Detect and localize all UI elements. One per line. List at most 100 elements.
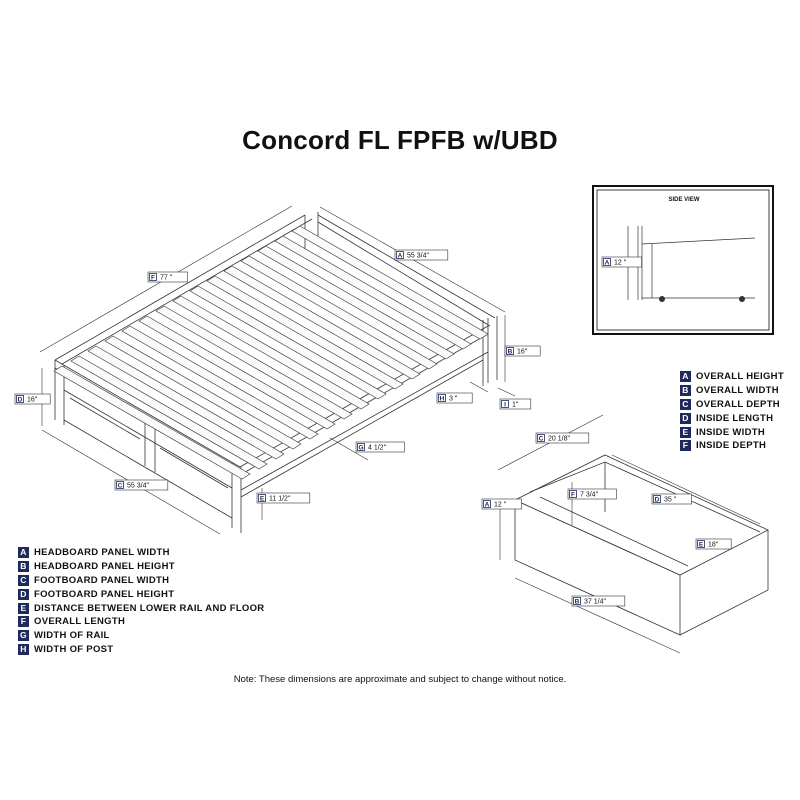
- legend-key: A: [18, 547, 29, 559]
- bed-dimension-d: D 16": [14, 393, 51, 405]
- dimension-key: F: [151, 275, 155, 282]
- legend-label: OVERALL WIDTH: [696, 385, 779, 397]
- dimension-value: 3 ": [449, 396, 458, 403]
- legend-label: FOOTBOARD PANEL HEIGHT: [34, 588, 175, 600]
- slat: [53, 365, 251, 480]
- bed-dimension-i: I 1": [499, 398, 532, 410]
- slat: [70, 355, 268, 470]
- dimension-value: 11 1/2": [269, 496, 291, 503]
- legend-label: INSIDE LENGTH: [696, 412, 774, 424]
- dimension-value: 1": [512, 402, 519, 409]
- dimension-value: 4 1/2": [368, 445, 387, 452]
- dimension-key: B: [508, 349, 513, 356]
- dimension-key: D: [18, 397, 23, 404]
- legend-item: F INSIDE DEPTH: [680, 439, 784, 453]
- side-view-label: SIDE VIEW: [668, 197, 699, 203]
- bed-dimension-f: F 77 ": [147, 271, 188, 283]
- legend-key: F: [680, 440, 691, 452]
- slat: [274, 235, 472, 350]
- bed-dimension-a: A 55 3/4": [394, 249, 449, 261]
- dimension-value: 16": [517, 349, 528, 356]
- legend-label: HEADBOARD PANEL HEIGHT: [34, 561, 175, 573]
- legend-key: G: [18, 630, 29, 642]
- dimension-value: 35 ": [664, 497, 677, 504]
- legend-key: F: [18, 616, 29, 628]
- legend-key: C: [680, 398, 691, 410]
- legend-key: C: [18, 574, 29, 586]
- slat: [189, 285, 387, 400]
- diagram-title: Concord FL FPFB w/UBD: [242, 125, 558, 155]
- dimension-key: E: [699, 542, 704, 549]
- dimension-value: 20 1/8": [548, 436, 570, 443]
- dimension-key: A: [605, 260, 610, 267]
- legend-item: G WIDTH OF RAIL: [18, 629, 264, 643]
- legend-label: OVERALL HEIGHT: [696, 371, 784, 383]
- legend-key: H: [18, 643, 29, 655]
- dimension-value: 18": [708, 542, 719, 549]
- drawer-dimension-e: E 18": [695, 538, 732, 550]
- legend-label: OVERALL DEPTH: [696, 398, 780, 410]
- dimension-value: 55 3/4": [407, 253, 429, 260]
- legend-label: DISTANCE BETWEEN LOWER RAIL AND FLOOR: [34, 602, 265, 614]
- drawer-dimension-lines: [497, 414, 761, 654]
- legend-label: HEADBOARD PANEL WIDTH: [34, 547, 170, 559]
- dimension-value: 16": [27, 397, 38, 404]
- bed-dimension-g: G 4 1/2": [355, 441, 405, 453]
- legend-label: FOOTBOARD PANEL WIDTH: [34, 574, 170, 586]
- legend-label: INSIDE DEPTH: [696, 440, 767, 452]
- dimension-key: E: [260, 496, 265, 503]
- slat: [223, 265, 421, 380]
- legend-label: INSIDE WIDTH: [696, 426, 766, 438]
- slat: [155, 305, 353, 420]
- legend-label: WIDTH OF POST: [34, 643, 114, 655]
- bed-dimension-h: H 3 ": [436, 392, 473, 404]
- dimension-key: C: [118, 483, 123, 490]
- dimension-key: H: [440, 396, 445, 403]
- slat: [172, 295, 370, 410]
- legend-item: C OVERALL DEPTH: [680, 398, 784, 412]
- dimension-key: A: [485, 502, 490, 509]
- legend-key: E: [18, 602, 29, 614]
- dimension-value: 7 3/4": [580, 492, 599, 499]
- legend-item: A HEADBOARD PANEL WIDTH: [18, 546, 264, 560]
- dimension-key: B: [575, 599, 580, 606]
- drawer-dimension-b: B 37 1/4": [571, 595, 626, 607]
- dimension-labels: A 55 3/4" B 16" C 55 3/4" D 16" E 11 1/2" F 77 " G 4 …: [14, 249, 732, 607]
- legend-key: E: [680, 426, 691, 438]
- legend-item: F OVERALL LENGTH: [18, 615, 264, 629]
- slat: [240, 255, 438, 370]
- legend-key: D: [18, 588, 29, 600]
- slat: [291, 225, 489, 340]
- slat: [121, 325, 319, 440]
- slat: [138, 315, 336, 430]
- legend-label: OVERALL LENGTH: [34, 616, 126, 628]
- slat: [87, 345, 285, 460]
- dimension-key: I: [504, 402, 506, 409]
- bed-dimension-e: E 11 1/2": [256, 492, 311, 504]
- legend-item: E DISTANCE BETWEEN LOWER RAIL AND FLOOR: [18, 601, 264, 615]
- legend-item: H WIDTH OF POST: [18, 643, 264, 657]
- legend-item: C FOOTBOARD PANEL WIDTH: [18, 574, 264, 588]
- dimension-value: 77 ": [160, 275, 173, 282]
- legend-item: E INSIDE WIDTH: [680, 425, 784, 439]
- drawer-dimension-d: D 35 ": [651, 493, 692, 505]
- legend-key: D: [680, 412, 691, 424]
- dimension-value: 55 3/4": [127, 483, 149, 490]
- dimension-key: D: [655, 497, 660, 504]
- legend-item: D FOOTBOARD PANEL HEIGHT: [18, 587, 264, 601]
- dimension-value: 37 1/4": [584, 599, 606, 606]
- slat: [257, 245, 455, 360]
- dimension-key: G: [358, 445, 363, 452]
- legend-label: WIDTH OF RAIL: [34, 630, 110, 642]
- dimension-key: A: [398, 253, 403, 260]
